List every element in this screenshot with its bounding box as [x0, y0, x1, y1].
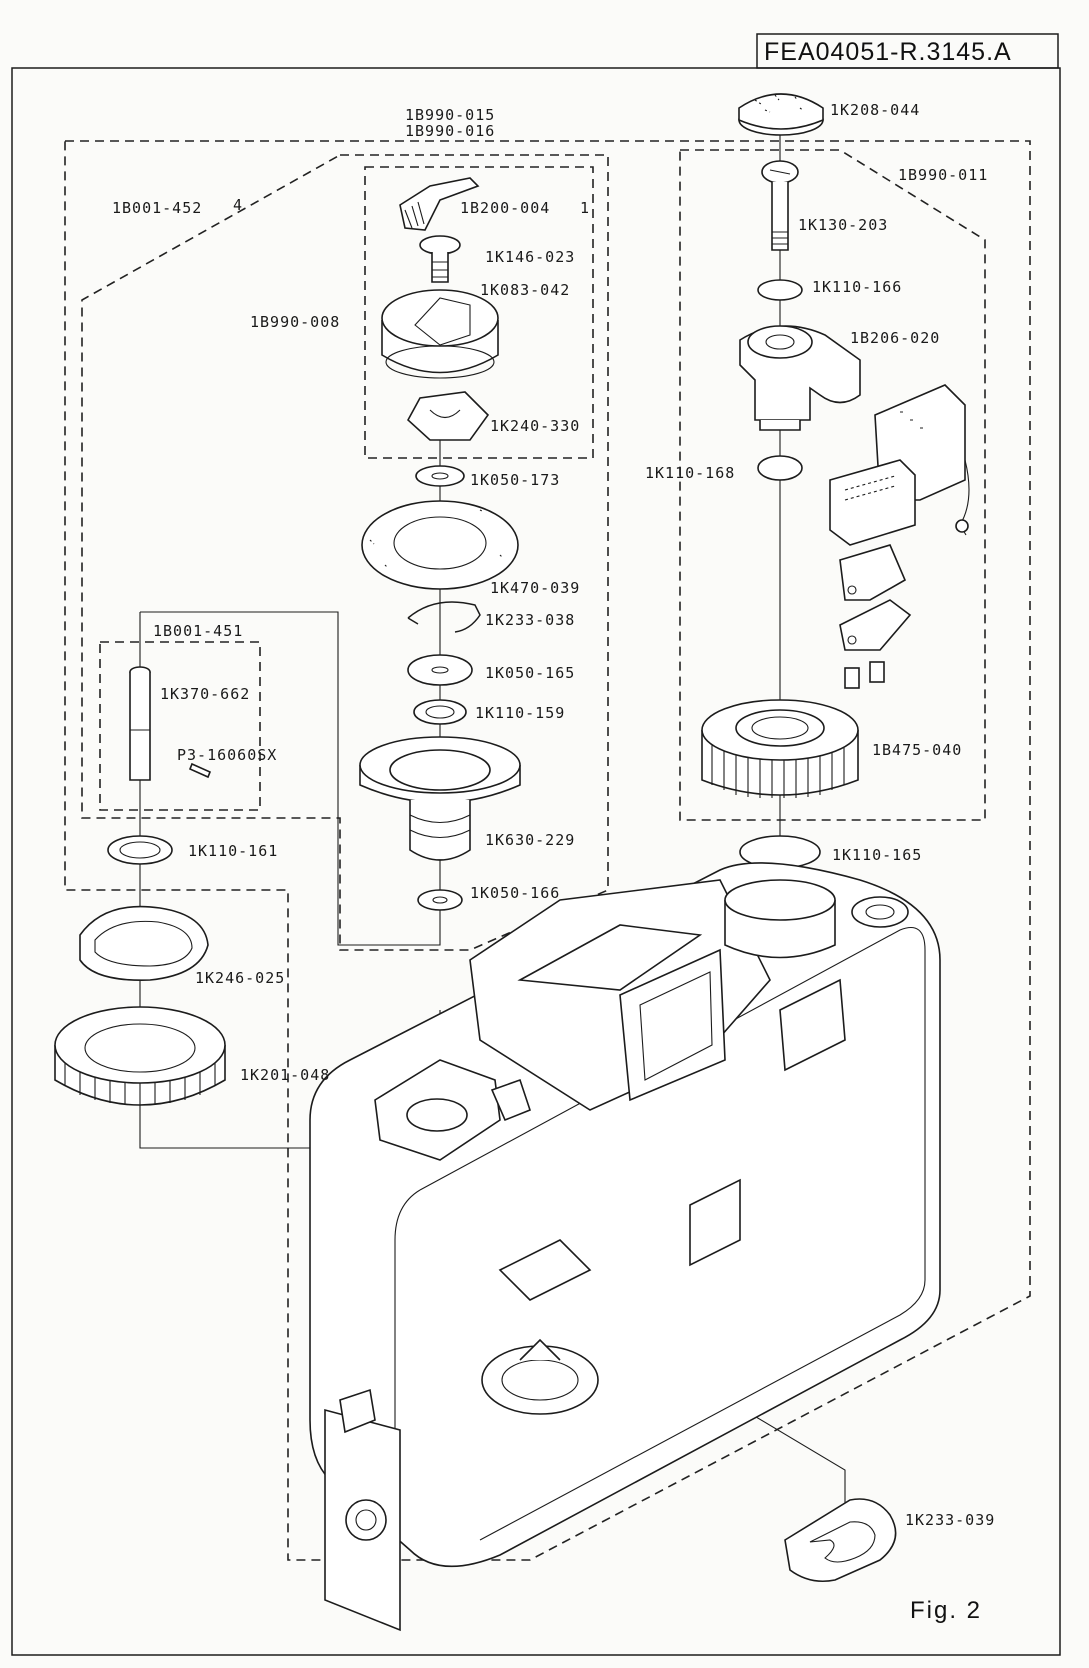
- label-1k110-165: 1K110-165: [832, 846, 922, 864]
- label-1b990-015: 1B990-015: [405, 106, 495, 124]
- label-1b200-004: 1B200-004: [460, 199, 550, 217]
- label-1k083-042: 1K083-042: [480, 281, 570, 299]
- label-1k110-161: 1K110-161: [188, 842, 278, 860]
- label-1b990-011: 1B990-011: [898, 166, 988, 184]
- label-1k233-039: 1K233-039: [905, 1511, 995, 1529]
- button-cap-1k208-044: [738, 93, 824, 136]
- base-1k630-229: [359, 736, 521, 861]
- label-1k208-044: 1K208-044: [830, 101, 920, 119]
- washer-1k050-166: [417, 889, 463, 911]
- shaft-1k370-662: [129, 666, 151, 781]
- label-1k050-166: 1K050-166: [470, 884, 560, 902]
- ring-1k201-048: [54, 1006, 226, 1106]
- label-1k146-023: 1K146-023: [485, 248, 575, 266]
- label-1k130-203: 1K130-203: [798, 216, 888, 234]
- contact-plates: [839, 544, 912, 689]
- spring-clip-1k233-038: [407, 601, 481, 633]
- switch-block: [829, 384, 970, 546]
- washer-1k110-159: [413, 699, 467, 725]
- washer-1k110-166: [757, 279, 803, 301]
- group-outline-1b200-004: [364, 166, 594, 459]
- rewind-knob-1k083-042: [381, 289, 499, 379]
- label-1b001-452-revision: 4: [233, 196, 243, 214]
- label-1k201-048: 1K201-048: [240, 1066, 330, 1084]
- label-1k233-038: 1K233-038: [485, 611, 575, 629]
- group-outline-1b001-452: [81, 154, 609, 951]
- washer-1k110-161: [107, 835, 173, 865]
- washer-1k050-173: [415, 465, 465, 487]
- pin-p3-16060sx: [188, 762, 212, 779]
- label-1k110-168: 1K110-168: [645, 464, 735, 482]
- label-1k470-039: 1K470-039: [490, 579, 580, 597]
- gasket-1k246-025: [79, 905, 209, 981]
- label-1b001-451: 1B001-451: [153, 622, 243, 640]
- label-1k050-165: 1K050-165: [485, 664, 575, 682]
- label-1k370-662: 1K370-662: [160, 685, 250, 703]
- label-1k246-025: 1K246-025: [195, 969, 285, 987]
- lever-1b200-004: [399, 177, 480, 231]
- label-1k630-229: 1K630-229: [485, 831, 575, 849]
- washer-1k050-165: [407, 654, 473, 686]
- label-1k110-166: 1K110-166: [812, 278, 902, 296]
- label-1b001-452: 1B001-452: [112, 199, 202, 217]
- figure-label: Fig. 2: [910, 1597, 982, 1624]
- gasket-1k233-039: [784, 1498, 897, 1583]
- label-1b990-008: 1B990-008: [250, 313, 340, 331]
- shaft-screw-1k130-203: [761, 160, 799, 251]
- label-1b200-004-revision: 1: [580, 199, 590, 217]
- camera-body: [309, 862, 941, 1632]
- label-1b990-016: 1B990-016: [405, 122, 495, 140]
- clip-1k240-330: [406, 391, 490, 441]
- label-1b475-040: 1B475-040: [872, 741, 962, 759]
- doc-code-box: [756, 33, 1059, 69]
- group-outline-1b001-451: [99, 641, 261, 811]
- doc-code: FEA04051-R.3145.A: [764, 38, 1012, 66]
- group-outline-1b990-011: [679, 149, 986, 821]
- washer-1k110-168: [757, 455, 803, 481]
- label-1k110-159: 1K110-159: [475, 704, 565, 722]
- label-1k050-173: 1K050-173: [470, 471, 560, 489]
- plate-1k470-039: [361, 500, 519, 590]
- outer-frame: [11, 67, 1061, 1656]
- cam-assembly-1b206-020: [739, 325, 861, 431]
- label-1b206-020: 1B206-020: [850, 329, 940, 347]
- screw-1k146-023: [419, 235, 461, 283]
- label-p3-16060sx: P3-16060SX: [177, 746, 277, 764]
- label-1k240-330: 1K240-330: [490, 417, 580, 435]
- group-outline-1b990-015: [64, 140, 1031, 1561]
- shutter-dial-1b475-040: [701, 699, 859, 798]
